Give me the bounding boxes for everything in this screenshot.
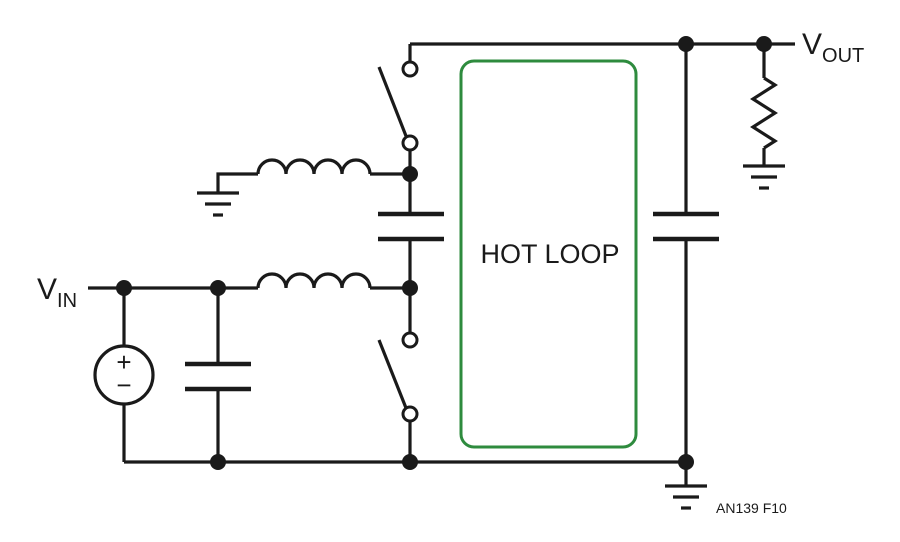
input-rail [88,272,410,290]
vin-main: V [37,273,57,306]
flying-capacitor [378,174,444,288]
voltage-source [93,288,155,462]
ground-icon-load [743,164,785,190]
vout-subscript: OUT [822,45,864,67]
output-rail [408,42,795,62]
input-capacitor [185,288,251,462]
upper-switch [377,60,419,174]
node-gnd-cin [210,454,226,470]
ground-icon-main [665,484,707,510]
ground-icon-upper-inductor [197,191,239,217]
source-plus-sign: + [116,347,131,377]
figure-reference: AN139 F10 [716,500,787,516]
lower-switch [377,288,419,462]
vout-label: VOUT [802,28,864,67]
node-cout-top [678,36,694,52]
upper-inductor [216,158,410,193]
node-vout [756,36,772,52]
source-minus-sign: − [116,370,131,400]
vin-label: VIN [37,273,77,312]
hot-loop-label: HOT LOOP [480,239,619,269]
output-capacitor [653,44,719,486]
hot-loop-outline [459,59,638,449]
load-resistor [750,44,778,166]
vin-subscript: IN [57,290,77,312]
vout-main: V [802,28,822,61]
node-gnd-switch [402,454,418,470]
